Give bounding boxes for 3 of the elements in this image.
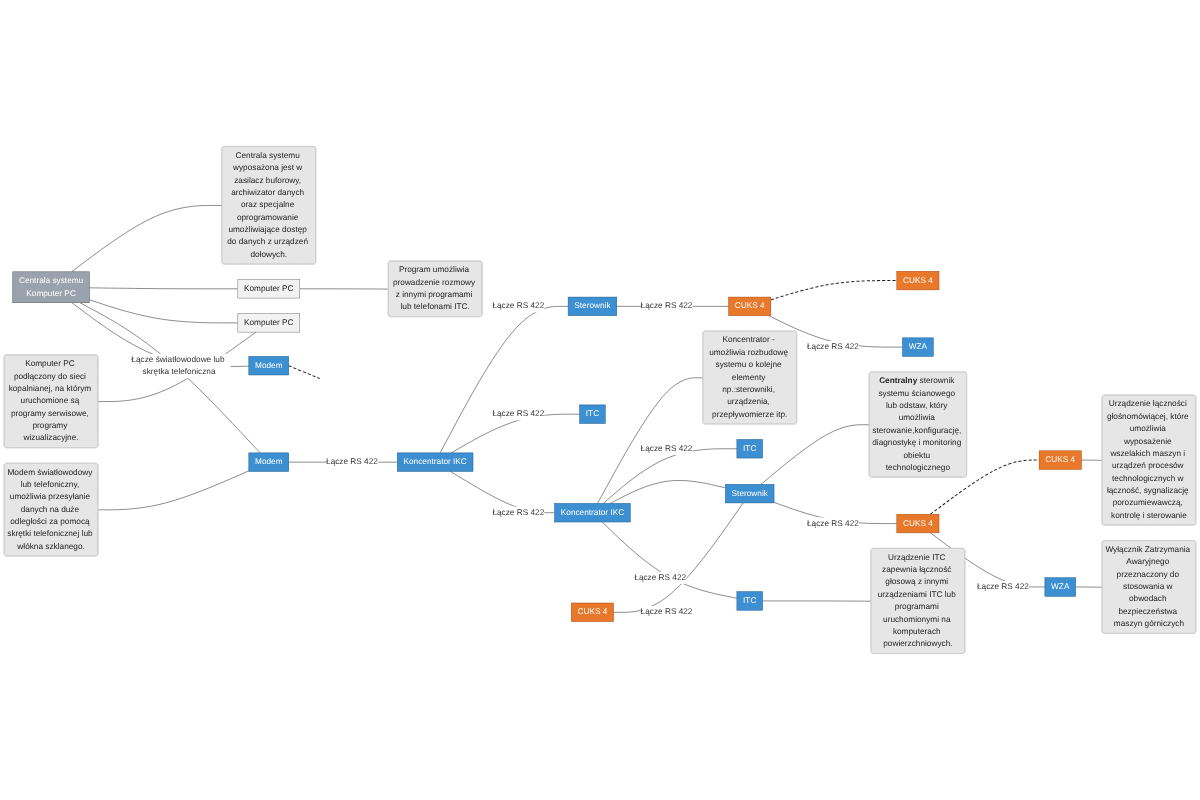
connector xyxy=(929,459,1040,515)
connector xyxy=(288,365,321,380)
connector xyxy=(770,280,898,301)
